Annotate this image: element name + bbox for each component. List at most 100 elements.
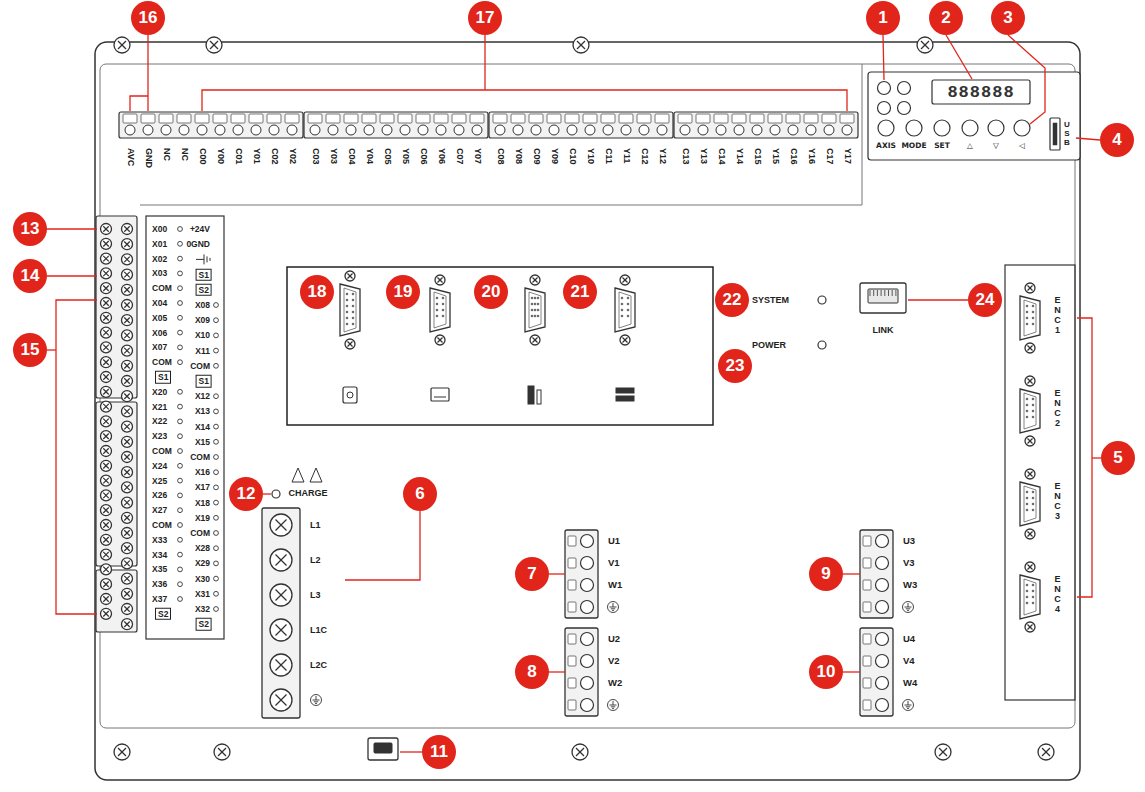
terminal-cell (655, 114, 669, 123)
screw-slot (1028, 439, 1033, 444)
screw-slot (103, 581, 109, 587)
screw-head (101, 327, 112, 338)
terminal-screw (495, 125, 505, 135)
io-label: X06 (152, 328, 167, 337)
screw-slot (921, 41, 929, 49)
ground-symbol (610, 705, 617, 706)
port-label: USB (1063, 121, 1071, 147)
screw-slot (103, 433, 109, 439)
screw-head (122, 254, 133, 265)
board-plate (95, 42, 1080, 780)
screw-slot (124, 272, 130, 278)
screw-slot (103, 493, 109, 499)
earth-symbol (196, 259, 204, 260)
io-label: X07 (152, 343, 167, 352)
terminal-screw (251, 125, 261, 135)
screw-slot (276, 660, 287, 671)
screw-slot (103, 611, 109, 617)
io-label: X09 (195, 316, 210, 325)
screw-slot (118, 41, 126, 49)
d-sub-connector (1020, 389, 1040, 433)
screw-head (101, 564, 112, 575)
ground-symbol (905, 607, 912, 608)
port-icon (537, 390, 541, 404)
terminal-cell (493, 114, 507, 123)
motor-terminal-label: U4 (903, 634, 915, 644)
terminal-latch (568, 678, 576, 688)
io-point (178, 567, 183, 572)
screw-head (122, 573, 133, 584)
terminal-screw (581, 535, 594, 548)
terminal-block (119, 112, 303, 138)
ground-symbol (613, 603, 614, 607)
screw-slot (103, 404, 109, 410)
screw-head (114, 37, 130, 53)
display-window (932, 80, 1030, 104)
screw-head (345, 271, 355, 281)
screw-slot (103, 419, 109, 425)
d-sub-shell (529, 292, 541, 328)
screw-slot (276, 695, 287, 706)
screw-slot (1028, 472, 1033, 477)
port-icon (343, 387, 357, 403)
terminal-latch (863, 580, 871, 590)
connector-pin (1026, 584, 1028, 586)
screw-slot (124, 500, 130, 506)
screw-slot (103, 330, 109, 336)
io-label: X30 (195, 574, 210, 583)
terminal-cell (750, 114, 764, 123)
terminal-cell (601, 114, 615, 123)
screw-slot (103, 330, 109, 336)
screw-slot (103, 300, 109, 306)
screw-slot (103, 507, 109, 513)
connector-pin (436, 303, 438, 305)
terminal-latch (568, 634, 576, 644)
terminal-cell (840, 114, 854, 123)
ground-symbol (906, 706, 910, 707)
terminal-screw (364, 125, 374, 135)
screw-head (101, 386, 112, 397)
ground-symbol (903, 700, 914, 711)
io-point (178, 434, 183, 439)
screw-slot (276, 625, 287, 636)
terminal-label: C10 (568, 148, 577, 165)
connector-pin (346, 299, 348, 301)
leader-bracket (202, 90, 847, 111)
terminal-label: Y04 (365, 148, 374, 164)
io-point (178, 493, 183, 498)
terminal-screw (454, 125, 464, 135)
callout-number: 10 (809, 655, 843, 689)
terminal-screw (585, 125, 595, 135)
screw-slot (103, 389, 109, 395)
terminal-cell (285, 114, 299, 123)
leader-line (908, 299, 968, 300)
screw-head (122, 588, 133, 599)
io-label: X29 (195, 559, 210, 568)
d-sub-connector (340, 284, 360, 336)
terminal-screw (824, 125, 834, 135)
callout-number: 18 (300, 275, 334, 309)
screw-slot (103, 374, 109, 380)
connector-pin (1026, 317, 1028, 319)
screw-head (270, 619, 292, 641)
terminal-label: C15 (753, 148, 762, 165)
screw-slot (103, 463, 109, 469)
screw-slot (276, 660, 287, 671)
screw-slot (103, 596, 109, 602)
terminal-screw (197, 125, 207, 135)
connector-pin (621, 309, 623, 311)
screw-slot (118, 748, 126, 756)
io-label: X11 (195, 346, 210, 355)
screw-slot (124, 454, 130, 460)
terminal-label: AVC (126, 148, 135, 166)
terminal-label: Y03 (329, 148, 338, 164)
screw-slot (276, 590, 287, 601)
motor-terminal-block (860, 530, 893, 618)
push-button (1014, 120, 1030, 136)
io-label: X16 (195, 468, 210, 477)
screw-head (1025, 436, 1035, 446)
screw-slot (103, 433, 109, 439)
power-terminal-label: L2 (310, 556, 321, 565)
io-point (214, 531, 219, 536)
